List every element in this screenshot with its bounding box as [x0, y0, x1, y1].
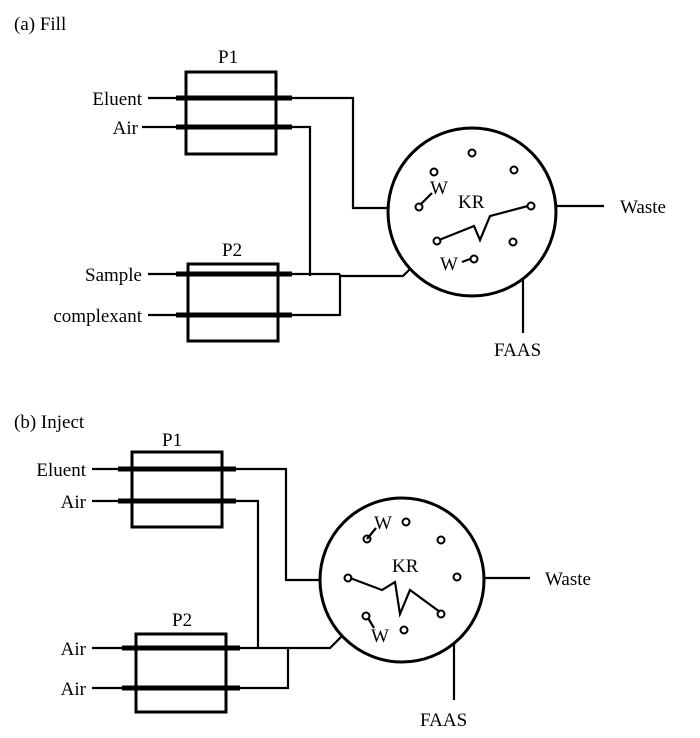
valve-port: [361, 611, 371, 621]
faas-label: FAAS: [494, 340, 541, 361]
panel-caption-inject: (b) Inject: [14, 412, 85, 433]
waste-connector-upper: [366, 527, 377, 540]
kr-label: KR: [392, 556, 419, 577]
inlet-label-air-3: Air: [61, 679, 87, 700]
inlet-label-eluent: Eluent: [36, 460, 86, 481]
complexant-line: [292, 274, 342, 317]
merged-line-to-valve: [288, 631, 347, 650]
knotted-reactor-coil: [349, 576, 441, 619]
pump-p2-label: P2: [222, 240, 242, 261]
faas-label: FAAS: [420, 710, 467, 731]
eluent-line-to-valve: [236, 467, 320, 582]
pump-p1-box: [130, 450, 224, 529]
pump-p2-box: [186, 262, 280, 343]
valve-ports: [414, 148, 536, 264]
kr-label: KR: [458, 192, 485, 213]
panel-fill: (a) Fill P1 Eluent Air P2 Sample complex…: [14, 14, 666, 361]
waste-connector-upper: [419, 192, 433, 206]
waste-label-lower: W: [440, 254, 458, 275]
knotted-reactor-coil: [438, 204, 529, 243]
valve-port: [469, 254, 479, 264]
pump-p1-box: [184, 70, 278, 156]
valve-port: [429, 167, 439, 177]
valve-ports: [343, 517, 462, 635]
panel-inject: (b) Inject P1 Eluent Air P2 Air Air: [14, 412, 591, 731]
panel-caption-fill: (a) Fill: [14, 14, 66, 35]
waste-label-lower: W: [371, 626, 389, 647]
inlet-label-complexant: complexant: [53, 306, 142, 327]
valve-port: [508, 237, 518, 247]
valve-port: [452, 572, 462, 582]
valve-port: [436, 535, 446, 545]
inlet-label-sample: Sample: [85, 265, 142, 286]
pump-p1-label: P1: [162, 430, 182, 451]
waste-connector-lower: [367, 617, 375, 629]
inlet-label-air: Air: [61, 492, 87, 513]
eluent-line-to-valve: [292, 96, 392, 210]
valve-port: [401, 517, 411, 527]
waste-connector-lower: [461, 257, 471, 264]
valve-port: [509, 165, 519, 175]
waste-label-upper: W: [430, 178, 448, 199]
air-line-down: [236, 499, 260, 648]
valve-port: [526, 201, 536, 211]
inlet-label-air-2: Air: [61, 639, 87, 660]
valve-port: [467, 148, 477, 158]
air3-line: [240, 648, 290, 690]
inlet-label-air: Air: [113, 118, 139, 139]
inlet-label-eluent: Eluent: [92, 89, 142, 110]
waste-label-upper: W: [374, 513, 392, 534]
waste-outlet-label: Waste: [545, 569, 591, 590]
valve-port: [399, 625, 409, 635]
pump-p1-label: P1: [218, 47, 238, 68]
air-line-to-sample: [292, 125, 312, 276]
pump-p2-label: P2: [172, 610, 192, 631]
waste-outlet-label: Waste: [620, 197, 666, 218]
